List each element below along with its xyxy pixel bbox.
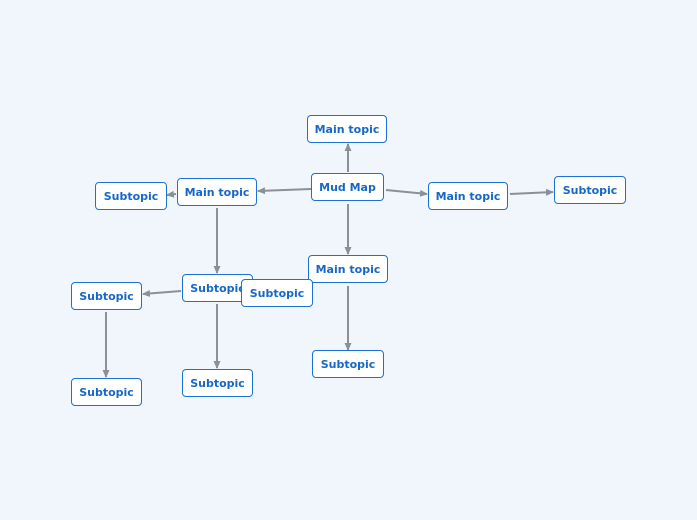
- edge-left-mid-far-left: [142, 289, 182, 297]
- edge-root-right: [385, 189, 428, 197]
- edge-root-left: [257, 187, 312, 195]
- node-subtopic-left[interactable]: Subtopic: [95, 182, 167, 210]
- node-main-topic-right[interactable]: Main topic: [428, 182, 508, 210]
- node-main-topic-bottom[interactable]: Main topic: [308, 255, 388, 283]
- edge-right-right-sub: [509, 188, 554, 196]
- edge-left-left-sub: [166, 190, 177, 198]
- node-subtopic-right[interactable]: Subtopic: [554, 176, 626, 204]
- node-subtopic-far-left-sub[interactable]: Subtopic: [71, 378, 142, 406]
- node-subtopic-bottom-sub[interactable]: Subtopic: [312, 350, 384, 378]
- node-root-mud-map[interactable]: Mud Map: [311, 173, 384, 201]
- node-main-topic-top[interactable]: Main topic: [307, 115, 387, 143]
- node-subtopic-far-left[interactable]: Subtopic: [71, 282, 142, 310]
- node-main-topic-left[interactable]: Main topic: [177, 178, 257, 206]
- node-subtopic-mid-sub[interactable]: Subtopic: [182, 369, 253, 397]
- node-subtopic-mid-right[interactable]: Subtopic: [241, 279, 313, 307]
